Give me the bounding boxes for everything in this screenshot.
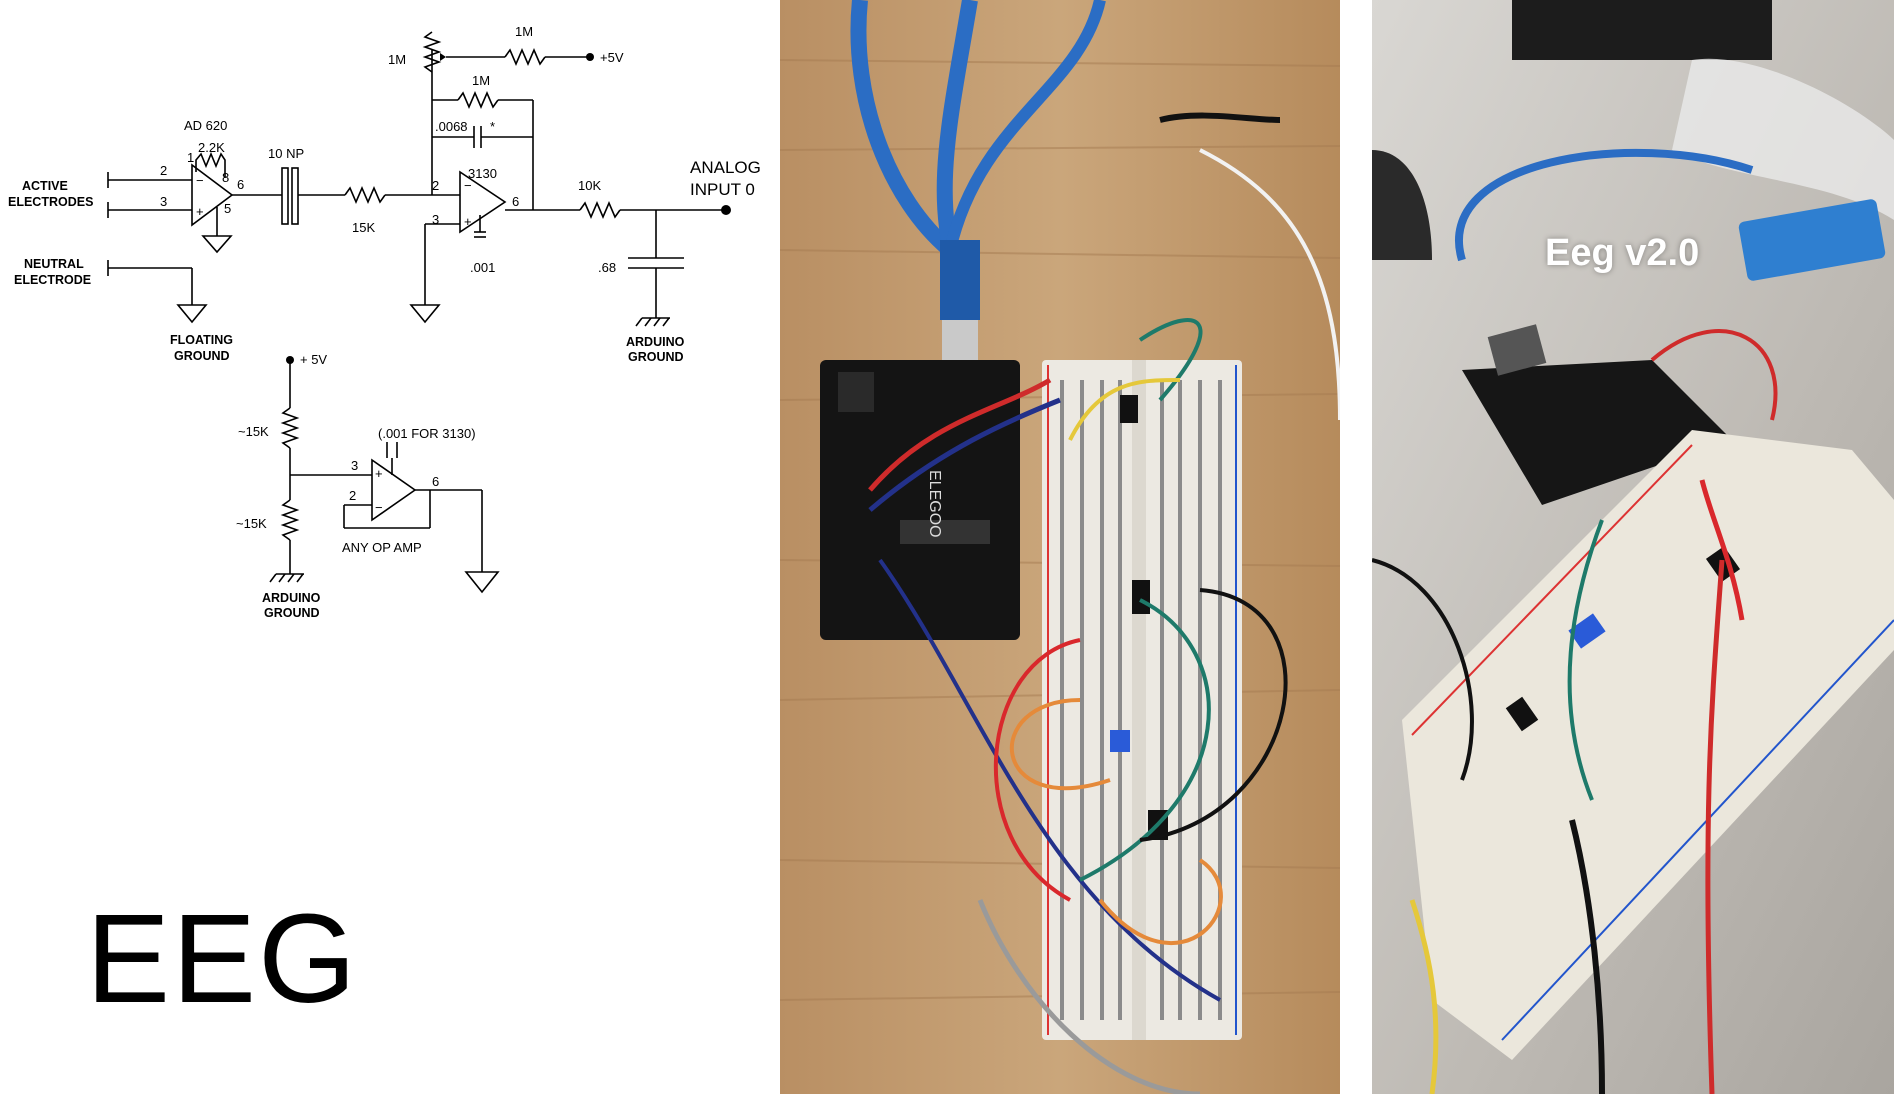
- ref-resistor-bottom-label: ~15K: [236, 516, 267, 531]
- pot-label: 1M: [388, 52, 406, 67]
- filter-cap-label: .68: [598, 260, 616, 275]
- amp1-pin3: 3: [160, 194, 167, 209]
- svg-text:8: 8: [222, 170, 229, 185]
- svg-text:−: −: [464, 178, 472, 193]
- arduino-ground-label: ARDUINO: [626, 335, 685, 349]
- svg-text:*: *: [490, 119, 495, 134]
- svg-text:GROUND: GROUND: [174, 349, 230, 363]
- ref-ground-label: ARDUINO: [262, 591, 321, 605]
- photo-caption: Eeg v2.0: [1545, 232, 1700, 274]
- breadboard-top-view-photo: ELEGOO: [780, 0, 1340, 1094]
- svg-text:+: +: [196, 204, 204, 219]
- feedback-cap-label: .0068: [435, 119, 468, 134]
- svg-text:GROUND: GROUND: [628, 350, 684, 364]
- ref-resistor-top-label: ~15K: [238, 424, 269, 439]
- analog-input-label: ANALOG: [690, 158, 761, 177]
- amp1-pin2: 2: [160, 163, 167, 178]
- output-resistor-label: 10K: [578, 178, 601, 193]
- svg-text:6: 6: [512, 194, 519, 209]
- active-electrodes-label-2: ELECTRODES: [8, 195, 93, 209]
- active-electrodes-label: ACTIVE: [22, 179, 68, 193]
- ref-cap-note: (.001 FOR 3130): [378, 426, 476, 441]
- svg-text:−: −: [375, 500, 383, 515]
- op-amp-3130-label: 3130: [468, 166, 497, 181]
- ref-supply-label: + 5V: [300, 352, 327, 367]
- svg-text:INPUT 0: INPUT 0: [690, 180, 755, 199]
- svg-text:+: +: [375, 466, 383, 481]
- gain-resistor-label: 2.2K: [198, 140, 225, 155]
- svg-text:+: +: [464, 214, 472, 229]
- ad620-amplifier: [191, 163, 234, 227]
- svg-text:2: 2: [349, 488, 356, 503]
- svg-text:ELEGOO: ELEGOO: [926, 470, 943, 538]
- svg-text:3: 3: [351, 458, 358, 473]
- any-op-amp-label: ANY OP AMP: [342, 540, 422, 555]
- feedback-resistor-label: 1M: [472, 73, 490, 88]
- supply-label: +5V: [600, 50, 624, 65]
- neutral-electrode-label: NEUTRAL: [24, 257, 84, 271]
- svg-text:−: −: [196, 173, 204, 188]
- comp-cap-label: .001: [470, 260, 495, 275]
- coupling-cap-label: 10 NP: [268, 146, 304, 161]
- svg-text:GROUND: GROUND: [264, 606, 320, 620]
- svg-text:6: 6: [432, 474, 439, 489]
- op-amp-3130: [459, 170, 507, 234]
- pot-bias-resistor-label: 1M: [515, 24, 533, 39]
- ad620-label: AD 620: [184, 118, 227, 133]
- svg-text:1: 1: [187, 150, 194, 165]
- svg-text:ELECTRODE: ELECTRODE: [14, 273, 91, 287]
- page-title: EEG: [86, 888, 359, 1029]
- breadboard-angled-view-photo: [1372, 0, 1894, 1094]
- reference-op-amp: [371, 458, 417, 522]
- svg-text:3: 3: [432, 212, 439, 227]
- eeg-schematic: ACTIVE ELECTRODES 2 3 − + AD 620 2.2K 1 …: [0, 0, 775, 1094]
- svg-text:6: 6: [237, 177, 244, 192]
- svg-text:5: 5: [224, 201, 231, 216]
- svg-text:2: 2: [432, 178, 439, 193]
- floating-ground-label: FLOATING: [170, 333, 233, 347]
- input-resistor-label: 15K: [352, 220, 375, 235]
